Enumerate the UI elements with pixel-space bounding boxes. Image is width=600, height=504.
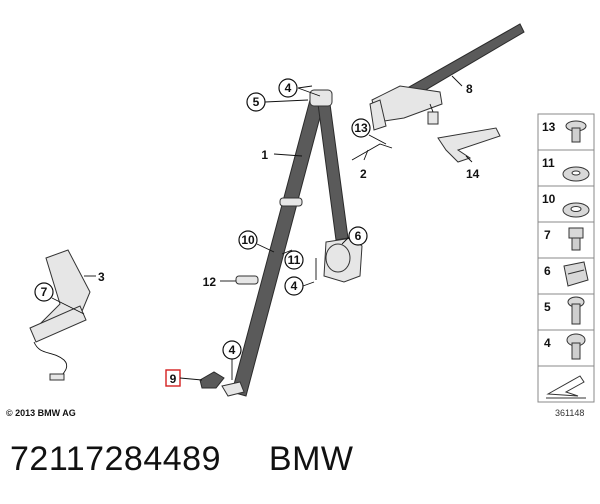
legend-number: 7: [544, 228, 551, 242]
callout-3: 3: [84, 270, 105, 284]
callout-label: 5: [253, 95, 260, 109]
legend-item: 5: [544, 296, 585, 325]
callout-label: 4: [291, 279, 298, 293]
washer-icon: [562, 166, 590, 182]
callout-label: 3: [98, 270, 105, 284]
figure-id: 361148: [555, 408, 584, 418]
callout-8: 8: [451, 75, 473, 96]
legend-item: 6: [544, 261, 589, 287]
clip-nut-icon: [563, 261, 589, 287]
bracket-wire: [351, 143, 393, 161]
legend-item: 10: [542, 192, 590, 218]
legend-item: 13: [542, 120, 587, 143]
callout-label: 8: [466, 82, 473, 96]
guide-pin: [235, 275, 259, 285]
washer-flange-icon: [562, 202, 590, 218]
legend-number: 10: [542, 192, 556, 206]
callout-13: 13: [351, 118, 387, 145]
callout-label: 6: [355, 229, 362, 243]
bolt-cap-icon: [568, 227, 584, 251]
diagram-canvas: 4 5 1 8 13 2 14 6 10 11 1: [6, 23, 595, 418]
arrow-icon: [546, 375, 586, 399]
callout-5: 5: [246, 92, 309, 112]
callout-label: 13: [354, 121, 368, 135]
brand-name: BMW: [268, 440, 354, 478]
callout-label: 1: [261, 148, 268, 162]
legend-number: 6: [544, 264, 551, 278]
height-adjuster-rail: [369, 23, 525, 131]
callout-label: 9: [170, 372, 177, 386]
screw-flat-head-icon: [565, 120, 587, 143]
legend-number: 11: [542, 156, 555, 170]
legend-item: 7: [544, 227, 584, 251]
callout-2: 2: [360, 149, 369, 181]
legend-number: 5: [544, 300, 551, 314]
callout-12: 12: [203, 275, 236, 289]
callout-label: 2: [360, 167, 367, 181]
legend-number: 13: [542, 120, 556, 134]
callout-4-top: 4: [278, 78, 321, 98]
callout-label: 11: [288, 253, 301, 267]
callout-4-middle: 4: [284, 276, 315, 296]
callout-label: 10: [241, 233, 255, 247]
callout-label: 12: [203, 275, 217, 289]
legend-number: 4: [544, 336, 551, 350]
screw-round-head-icon: [566, 333, 586, 360]
callout-11: 11: [281, 249, 304, 270]
callout-label: 14: [466, 167, 480, 181]
callout-7: 7: [34, 282, 85, 315]
callout-label: 4: [285, 81, 292, 95]
callout-1: 1: [261, 148, 303, 162]
part-number: 72117284489: [10, 440, 221, 478]
callout-label: 7: [41, 285, 48, 299]
callout-9: 9: [165, 369, 203, 387]
part-number-line: 72117284489 BMW: [10, 440, 353, 479]
callout-4-bottom: 4: [222, 340, 242, 380]
callout-6: 6: [341, 226, 368, 246]
callout-label: 4: [229, 343, 236, 357]
parts-legend: 13 11 10 7: [537, 113, 595, 418]
legend-item: 4: [544, 333, 586, 360]
copyright-text: © 2013 BMW AG: [6, 408, 76, 418]
callout-14: 14: [465, 155, 480, 181]
legend-item: 11: [542, 156, 590, 182]
screw-icon: [567, 296, 585, 325]
trim-cover: [437, 127, 501, 163]
callout-10: 10: [238, 230, 275, 253]
anchor-cover: [199, 371, 245, 397]
belt-buckle: [29, 249, 91, 381]
